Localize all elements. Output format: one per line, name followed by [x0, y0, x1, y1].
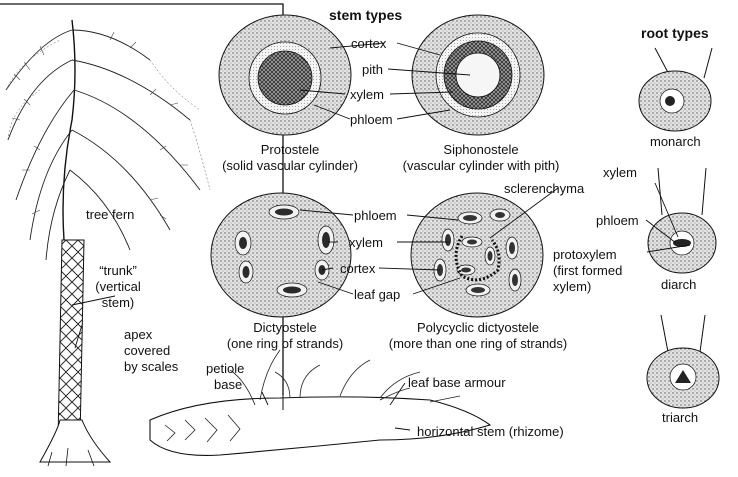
label-cortex-lower: cortex — [340, 261, 376, 276]
label-trunk-3: stem) — [101, 295, 135, 310]
label-sclerenchyma: sclerenchyma — [504, 181, 585, 196]
label-pith: pith — [362, 62, 383, 77]
label-triarch: triarch — [662, 410, 699, 425]
label-phloem-lower: phloem — [354, 208, 397, 223]
label-protoxylem-1: protoxylem — [553, 247, 617, 262]
label-root-phloem: phloem — [596, 213, 639, 228]
label-petiole-1: petiole — [206, 361, 245, 376]
dictyostele-diagram — [210, 192, 352, 318]
tree-fern-illustration — [5, 19, 211, 467]
label-apex-3: by scales — [124, 359, 179, 374]
diarch-root-diagram — [647, 167, 717, 274]
monarch-root-diagram — [638, 47, 713, 132]
label-tree-fern: tree fern — [86, 207, 135, 222]
label-apex-2: covered — [124, 343, 171, 358]
dictyostele-desc: (one ring of strands) — [226, 336, 344, 351]
polycyclic-dictyostele-diagram — [410, 192, 544, 318]
root-types-heading: root types — [641, 25, 709, 41]
siphonostele-diagram — [411, 14, 545, 136]
dictyostele-name: Dictyostele — [253, 320, 317, 335]
stem-types-heading: stem types — [329, 7, 403, 23]
triarch-root-diagram — [646, 314, 720, 409]
protostele-diagram — [218, 14, 352, 136]
label-xylem-lower: xylem — [349, 235, 383, 250]
label-monarch: monarch — [650, 134, 701, 149]
label-horizontal-stem: horizontal stem (rhizome) — [417, 424, 564, 439]
label-cortex-upper: cortex — [351, 36, 387, 51]
leader-lines — [71, 42, 691, 431]
label-phloem-upper: phloem — [350, 112, 393, 127]
label-xylem-upper: xylem — [350, 87, 384, 102]
polycyclic-desc: (more than one ring of strands) — [388, 336, 568, 351]
rhizome-illustration — [149, 349, 492, 456]
siphonostele-desc: (vascular cylinder with pith) — [402, 158, 560, 173]
label-trunk-2: (vertical — [95, 279, 141, 294]
polycyclic-name: Polycyclic dictyostele — [416, 320, 540, 335]
label-apex-1: apex — [124, 327, 153, 342]
label-leaf-base-armour: leaf base armour — [408, 375, 506, 390]
siphonostele-name: Siphonostele — [443, 142, 519, 157]
label-protoxylem-3: xylem) — [553, 279, 592, 294]
label-trunk-1: “trunk” — [99, 263, 137, 278]
protostele-desc: (solid vascular cylinder) — [222, 158, 358, 173]
label-protoxylem-2: (first formed — [553, 263, 623, 278]
label-leaf-gap: leaf gap — [354, 287, 401, 302]
protostele-name: Protostele — [260, 142, 320, 157]
label-diarch: diarch — [661, 277, 697, 292]
label-petiole-2: base — [214, 377, 243, 392]
label-root-xylem: xylem — [603, 165, 637, 180]
